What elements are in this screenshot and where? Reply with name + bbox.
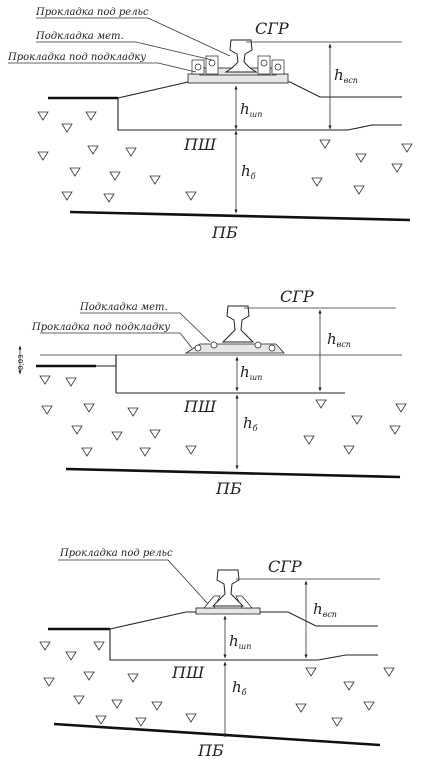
callout-label: Прокладка под рельс bbox=[59, 548, 173, 559]
sgr-label: СГР bbox=[255, 19, 289, 38]
clamp-right bbox=[257, 55, 285, 75]
callout-leader bbox=[40, 332, 193, 349]
callout-label: Подкладка мет. bbox=[35, 31, 124, 42]
h-shp-label: hшп bbox=[229, 632, 251, 651]
clamp-left bbox=[191, 55, 219, 75]
rail-profile-icon bbox=[221, 305, 255, 343]
h-shp-label: hшп bbox=[240, 363, 262, 382]
base-line bbox=[65, 467, 401, 479]
callout-label: Прокладка под подкладку bbox=[7, 52, 146, 63]
callout-label: Подкладка мет. bbox=[79, 302, 168, 313]
embankment-top bbox=[109, 611, 378, 630]
rail-pad bbox=[195, 607, 261, 615]
fastener bbox=[235, 595, 253, 609]
callout-leader bbox=[8, 62, 197, 73]
h-vsp-label: hвсп bbox=[327, 330, 351, 349]
psh-label: ПШ bbox=[183, 397, 217, 416]
h-vsp-label: hвсп bbox=[334, 66, 358, 85]
psh-label: ПШ bbox=[171, 663, 205, 682]
ballast-triangle-icon bbox=[39, 375, 407, 457]
embankment-top bbox=[117, 81, 402, 99]
base-line bbox=[53, 722, 381, 747]
callout-label: Прокладка под подкладку bbox=[31, 322, 170, 333]
sgr-label: СГР bbox=[268, 557, 302, 576]
section-diagram-1: Прокладка под рельс Подкладка мет. Прокл… bbox=[7, 7, 413, 242]
h-b-label: hб bbox=[243, 414, 258, 433]
ballast-triangle-icon bbox=[39, 641, 395, 727]
h-b-label: hб bbox=[232, 678, 247, 697]
ballast-outline bbox=[117, 98, 402, 131]
fastener bbox=[194, 344, 202, 352]
pb-label: ПБ bbox=[215, 479, 242, 498]
h-shp-label: hшп bbox=[240, 100, 262, 119]
h-b-label: hб bbox=[241, 162, 256, 181]
fastener bbox=[268, 344, 276, 352]
pb-label: ПБ bbox=[211, 223, 238, 242]
section-diagram-3: Прокладка под рельс СГР ПШ ПБ hвсп hшп h… bbox=[39, 548, 395, 759]
pb-label: ПБ bbox=[197, 741, 224, 759]
fastener bbox=[210, 341, 218, 349]
ballast-outline bbox=[109, 629, 378, 661]
fastener bbox=[254, 341, 262, 349]
ballast-outline bbox=[96, 355, 117, 367]
base-line bbox=[69, 210, 411, 222]
callout-leader bbox=[58, 559, 209, 605]
dimension-label: 0,03 bbox=[17, 354, 25, 370]
callout-leader bbox=[36, 41, 213, 61]
fastener bbox=[203, 595, 221, 609]
sgr-label: СГР bbox=[280, 287, 314, 306]
h-vsp-label: hвсп bbox=[313, 600, 337, 619]
section-diagram-2: 0,03 Подкладка мет. Прокладка под подкла… bbox=[17, 287, 407, 498]
callout-label: Прокладка под рельс bbox=[35, 7, 149, 18]
psh-label: ПШ bbox=[183, 135, 217, 154]
rail-profile-icon bbox=[224, 39, 258, 73]
rail-profile-icon bbox=[211, 569, 245, 607]
callout-leader bbox=[80, 312, 211, 343]
callout-leader bbox=[36, 17, 231, 57]
ballast-triangle-icon bbox=[37, 111, 413, 203]
